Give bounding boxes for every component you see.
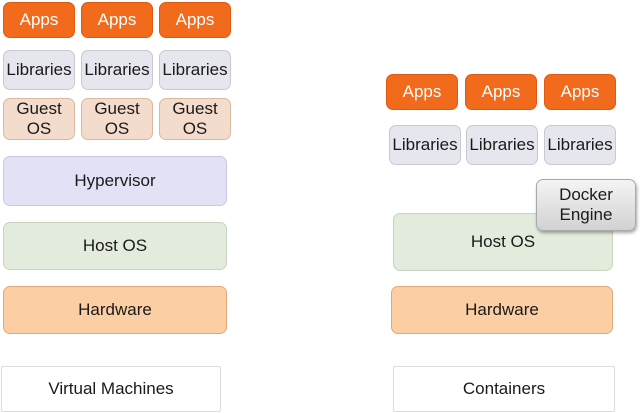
vm-guest-os-1: Guest OS	[3, 98, 75, 140]
container-libraries-1: Libraries	[389, 125, 461, 165]
container-hardware: Hardware	[391, 286, 613, 334]
container-apps-2: Apps	[465, 74, 537, 110]
vm-apps-3: Apps	[159, 2, 231, 38]
container-apps-3: Apps	[544, 74, 616, 110]
container-libraries-3: Libraries	[544, 125, 616, 165]
vm-apps-2: Apps	[81, 2, 153, 38]
vm-libraries-2: Libraries	[81, 50, 153, 90]
vm-guest-os-3: Guest OS	[159, 98, 231, 140]
vm-hypervisor: Hypervisor	[3, 156, 227, 206]
vm-guest-os-2: Guest OS	[81, 98, 153, 140]
vm-hardware: Hardware	[3, 286, 227, 334]
vm-host-os: Host OS	[3, 222, 227, 270]
vm-libraries-3: Libraries	[159, 50, 231, 90]
vm-libraries-1: Libraries	[3, 50, 75, 90]
containers-caption: Containers	[393, 366, 615, 412]
container-apps-1: Apps	[386, 74, 458, 110]
vm-apps-1: Apps	[3, 2, 75, 38]
container-libraries-2: Libraries	[466, 125, 538, 165]
vm-caption: Virtual Machines	[1, 366, 221, 412]
docker-engine: Docker Engine	[536, 179, 636, 231]
